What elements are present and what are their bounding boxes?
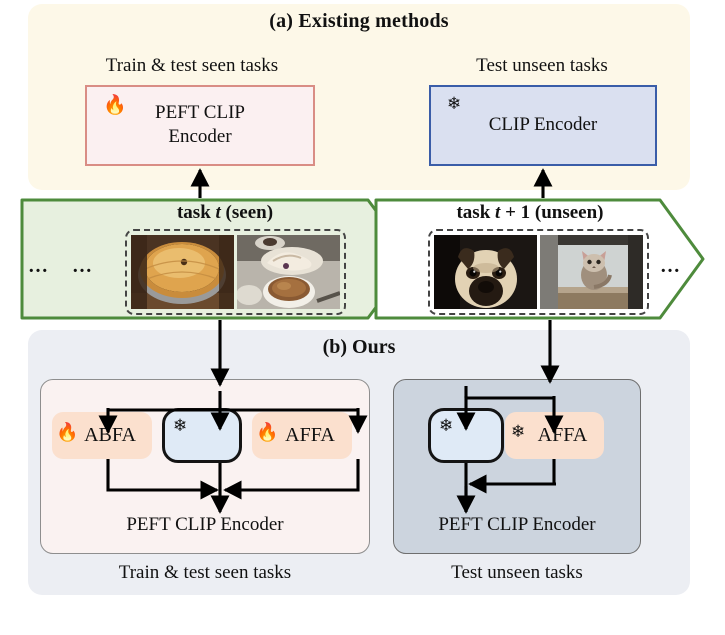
pie-photo-thumbnail — [131, 235, 234, 309]
snowflake-icon: ❄ — [439, 416, 454, 436]
caption-train-test-seen-tasks-a: Train & test seen tasks — [105, 55, 279, 76]
task-seen-label-var: t — [215, 202, 221, 223]
affa-label-seen: AFFA — [285, 424, 335, 446]
cat-in-window-photo-thumbnail — [540, 235, 643, 309]
ellipsis-right: … — [660, 255, 682, 277]
peft-clip-encoder-box[interactable]: 🔥 PEFT CLIP Encoder — [85, 85, 315, 166]
caption-train-test-seen-tasks-b: Train & test seen tasks — [118, 562, 292, 583]
peft-clip-encoder-line1: PEFT CLIP — [155, 102, 245, 123]
ellipsis-left-1: … — [28, 255, 50, 277]
section-b-title: (b) Ours — [322, 336, 396, 358]
task-seen-label-suffix: (seen) — [220, 202, 274, 223]
peft-clip-encoder-label-seen: PEFT CLIP Encoder — [126, 514, 284, 535]
snowflake-icon: ❄ — [511, 422, 526, 442]
fire-icon: 🔥 — [256, 422, 279, 443]
frozen-clip-core-unseen[interactable]: ❄ — [428, 408, 504, 463]
task-seen-label-prefix: task — [176, 202, 216, 223]
task-seen-thumbnails — [125, 229, 346, 315]
caption-test-unseen-tasks-b: Test unseen tasks — [451, 562, 583, 583]
ellipsis-left-2: … — [72, 255, 94, 277]
task-unseen-label: task t + 1 (unseen) — [370, 202, 690, 224]
task-unseen-label-var: t — [495, 202, 501, 223]
section-a-title: (a) Existing methods — [269, 10, 449, 32]
peft-clip-encoder-label-unseen: PEFT CLIP Encoder — [438, 514, 596, 535]
task-unseen-label-suffix: + 1 (unseen) — [500, 202, 604, 223]
fire-icon: 🔥 — [103, 94, 127, 116]
task-seen-label: task t (seen) — [60, 202, 390, 224]
affa-module-unseen[interactable]: ❄ AFFA — [505, 412, 604, 459]
frozen-clip-core-seen[interactable]: ❄ — [162, 408, 242, 463]
ours-unseen-branch-box — [393, 379, 641, 554]
task-unseen-label-prefix: task — [456, 202, 496, 223]
task-unseen-thumbnails — [428, 229, 649, 315]
fire-icon: 🔥 — [56, 422, 79, 443]
affa-label-unseen: AFFA — [537, 424, 588, 446]
pug-dog-photo-thumbnail — [434, 235, 537, 309]
abfa-module[interactable]: 🔥 ABFA — [52, 412, 152, 459]
snowflake-icon: ❄ — [173, 416, 188, 436]
affa-module-seen[interactable]: 🔥 AFFA — [252, 412, 352, 459]
peft-clip-encoder-line2: Encoder — [168, 126, 232, 148]
peft-clip-encoder-box-text: PEFT CLIP Encoder — [87, 101, 313, 150]
pastry-and-coffee-photo-thumbnail — [237, 235, 340, 309]
clip-encoder-box[interactable]: ❄ CLIP Encoder — [429, 85, 657, 166]
clip-encoder-box-text: CLIP Encoder — [488, 114, 598, 135]
caption-test-unseen-tasks-a: Test unseen tasks — [476, 55, 608, 76]
abfa-label: ABFA — [84, 424, 136, 446]
snowflake-icon: ❄ — [447, 94, 462, 114]
